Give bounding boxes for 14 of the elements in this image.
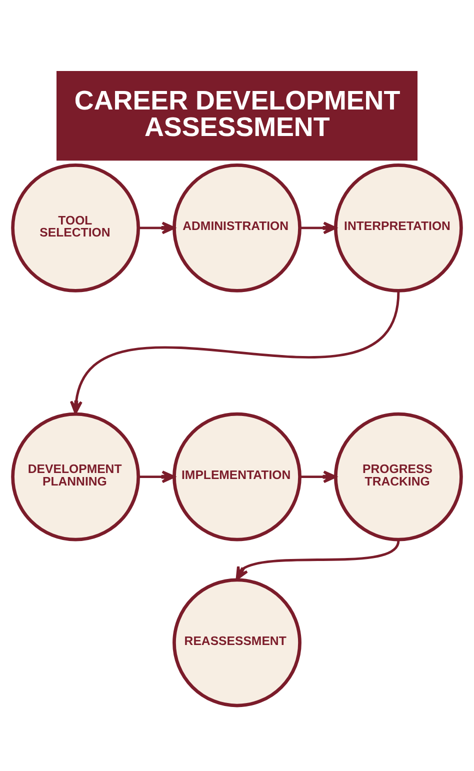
- arrow: [236, 540, 400, 580]
- node-circle: ADMINISTRATION: [172, 162, 302, 292]
- node-circle: INTERPRETATION: [334, 162, 463, 292]
- arrow: [70, 291, 400, 414]
- arrow: [300, 470, 336, 483]
- node-circle: TOOL SELECTION: [11, 162, 140, 292]
- arrow: [138, 470, 176, 483]
- node-circle: IMPLEMENTATION: [172, 412, 302, 541]
- node-circle: PROGRESS TRACKING: [334, 412, 463, 541]
- node-circle: REASSESSMENT: [172, 578, 302, 707]
- arrow: [138, 221, 176, 234]
- node-circle: DEVELOPMENT PLANNING: [11, 412, 140, 541]
- arrow: [300, 221, 336, 234]
- diagram-title: CAREER DEVELOPMENT ASSESSMENT: [74, 84, 400, 142]
